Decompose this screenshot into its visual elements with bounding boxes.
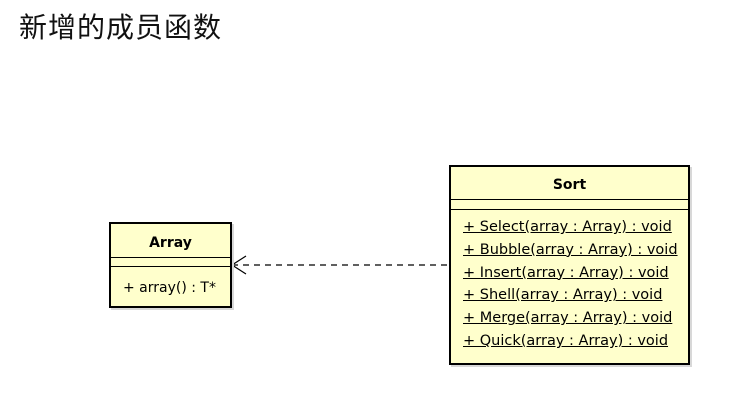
operation-select: + Select(array : Array) : void <box>463 219 672 235</box>
operation-shell: + Shell(array : Array) : void <box>463 287 663 304</box>
class-name: Array <box>111 224 230 258</box>
class-array[interactable]: Array + array() : T* <box>109 222 232 308</box>
operation-insert: + Insert(array : Array) : void <box>463 264 669 281</box>
attributes-compartment <box>451 200 688 210</box>
diagram-title: 新增的成员函数 <box>19 11 223 44</box>
operations-compartment: + Select(array : Array) : void + Bubble(… <box>451 210 688 353</box>
class-name: Sort <box>451 167 688 200</box>
open-arrowhead <box>230 255 247 275</box>
operation-array: + array() : T* <box>123 280 216 296</box>
class-sort[interactable]: Sort + Select(array : Array) : void + Bu… <box>449 165 690 365</box>
attributes-compartment <box>111 258 230 267</box>
operation-merge: + Merge(array : Array) : void <box>463 310 673 327</box>
operation-quick: + Quick(array : Array) : void <box>463 332 669 349</box>
operations-compartment: + array() : T* <box>111 267 230 297</box>
operation-bubble: + Bubble(array : Array) : void <box>463 241 678 258</box>
